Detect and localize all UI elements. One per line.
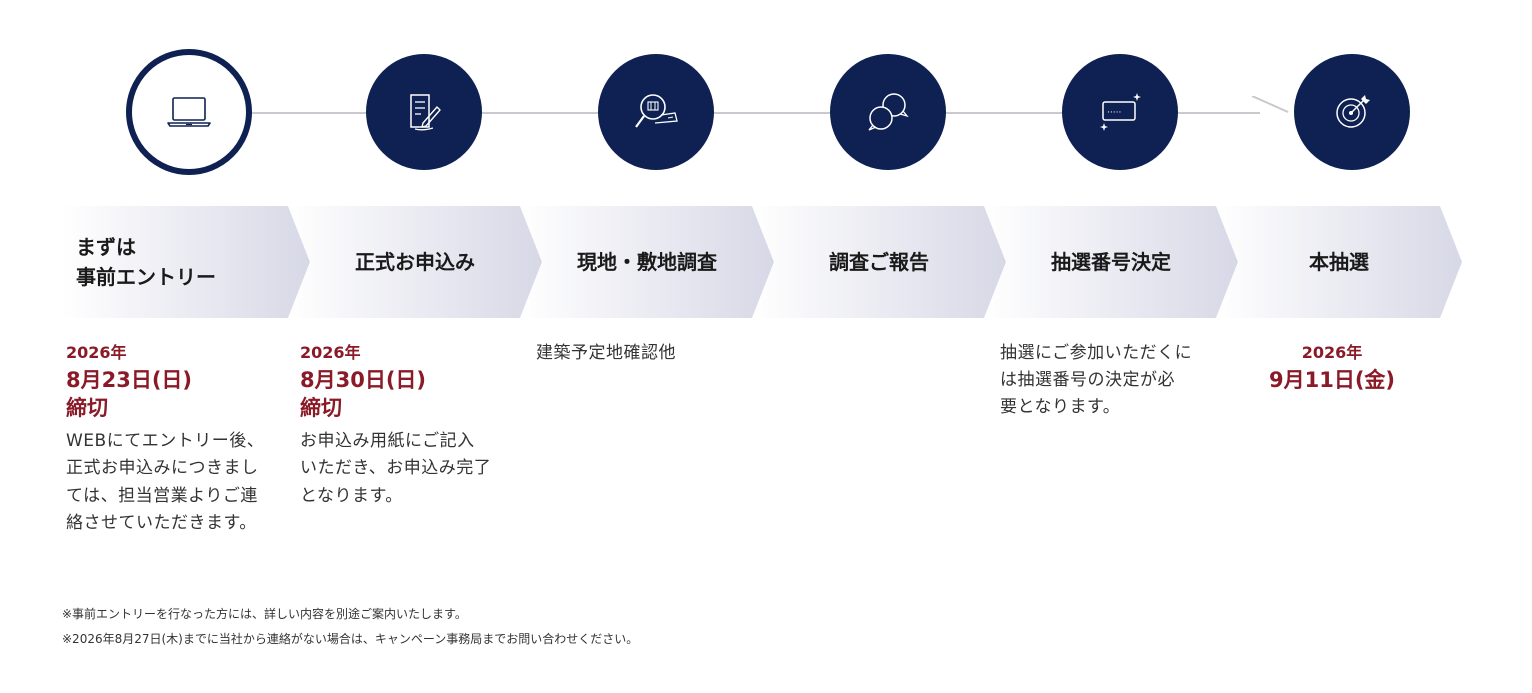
step-chevron: [1216, 206, 1462, 318]
step-circle-report: [830, 54, 946, 170]
timeline-arrow-icon: [1252, 96, 1289, 113]
magnifier-house-icon: [635, 94, 678, 128]
survey-description: 建築予定地確認他: [536, 343, 676, 363]
entry-deadline: 締切: [66, 395, 108, 420]
progress-timeline: ·····: [0, 0, 1532, 200]
step-lottery: 本抽選: [1216, 206, 1462, 318]
apply-date: 8月30日(日): [300, 367, 427, 392]
apply-description: お申込み用紙にご記入 いただき、お申込み完了 となります。: [300, 431, 492, 506]
notes: ※事前エントリーを行なった方には、詳しい内容を別途ご案内いたします。 ※2026…: [62, 602, 638, 652]
step-label-apply: 正式お申込み: [355, 250, 475, 274]
apply-year: 2026年: [300, 343, 361, 362]
apply-deadline: 締切: [300, 395, 342, 420]
step-circle-entry: [126, 49, 252, 175]
entry-description: WEBにてエントリー後、 正式お申込みにつきまし ては、担当営業よりご連 絡させ…: [66, 431, 265, 533]
step-circle-number: ·····: [1062, 54, 1178, 170]
step-apply: 正式お申込み: [288, 206, 542, 318]
step-label-lottery: 本抽選: [1309, 250, 1369, 274]
detail-lottery: 2026年 9月11日(金): [1262, 340, 1402, 394]
step-circle-lottery: [1294, 54, 1410, 170]
lottery-date: 9月11日(金): [1268, 367, 1396, 392]
note-1: ※事前エントリーを行なった方には、詳しい内容を別途ご案内いたします。: [62, 607, 467, 621]
lottery-year: 2026年: [1301, 343, 1363, 362]
password-sparkle-icon: ·····: [1100, 93, 1141, 131]
entry-date: 8月23日(日): [66, 367, 193, 392]
svg-text:·····: ·····: [1107, 108, 1121, 118]
step-circle-survey: [598, 54, 714, 170]
step-survey: 現地・敷地調査: [520, 206, 774, 318]
target-arrow-icon: [1336, 95, 1370, 128]
step-label-survey: 現地・敷地調査: [577, 250, 717, 274]
step-label-entry: まずは 事前エントリー: [76, 235, 216, 289]
detail-survey: 建築予定地確認他: [536, 340, 676, 367]
step-bar: まずは 事前エントリー 正式お申込み 現地・敷地調査 調査ご報告 抽選番号決定: [62, 206, 1462, 318]
step-label-report: 調査ご報告: [829, 250, 929, 274]
timeline-line: [250, 112, 1260, 114]
laptop-icon: [167, 97, 211, 127]
step-chevron: [288, 206, 542, 318]
step-circle-apply: [366, 54, 482, 170]
note-2: ※2026年8月27日(木)までに当社から連絡がない場合は、キャンペーン事務局ま…: [62, 632, 639, 647]
step-label-number: 抽選番号決定: [1051, 250, 1171, 274]
step-chevron: [752, 206, 1006, 318]
step-chevron: [520, 206, 774, 318]
step-report: 調査ご報告: [752, 206, 1006, 318]
lottery-number-description: 抽選にご参加いただくに は抽選番号の決定が必 要となります。: [1000, 343, 1193, 418]
step-chevron: [984, 206, 1238, 318]
document-pen-icon: [410, 94, 441, 131]
detail-apply: 2026年 8月30日(日) 締切 お申込み用紙にご記入 いただき、お申込み完了…: [300, 340, 491, 510]
step-entry: まずは 事前エントリー: [62, 206, 310, 318]
step-number: 抽選番号決定: [984, 206, 1238, 318]
entry-year: 2026年: [66, 343, 127, 362]
detail-entry: 2026年 8月23日(日) 締切 WEBにてエントリー後、 正式お申込みにつき…: [66, 340, 264, 537]
chat-bubbles-icon: [868, 93, 909, 131]
step-chevron: [62, 206, 310, 318]
detail-lottery-number: 抽選にご参加いただくに は抽選番号の決定が必 要となります。: [1000, 340, 1192, 422]
